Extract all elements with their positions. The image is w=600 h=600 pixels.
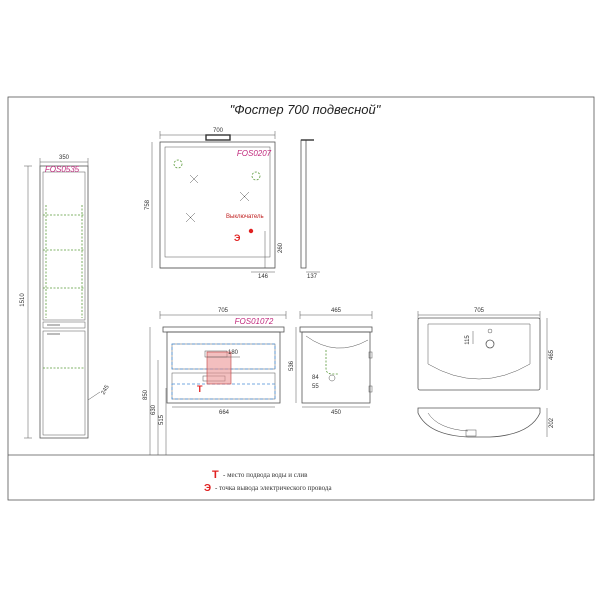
- drain-icon: [485, 339, 495, 349]
- mirror-side-depth: 137: [307, 274, 318, 280]
- vanity-side-dim-a: 84: [312, 375, 319, 381]
- pencil-case-height: 1510: [20, 293, 26, 307]
- vanity-code: FOS01072: [235, 317, 274, 326]
- pencil-case-view: 350 FOS0535 1510 245: [20, 155, 112, 439]
- water-marker-t: Т: [197, 384, 203, 394]
- pencil-case-body: [39, 165, 89, 439]
- switch-height: 260: [278, 242, 284, 253]
- mirror-view: 700 FOS0207 Выключатель Э 260 146 758 13…: [145, 128, 320, 280]
- switch-offset: 146: [258, 274, 269, 280]
- vanity-top: [162, 326, 285, 333]
- drawing-title: "Фостер 700 подвесной": [230, 102, 382, 117]
- vanity-side-view: 465 536 84 55 450: [289, 308, 373, 416]
- legend-t-text: - место подвода воды и слив: [223, 471, 308, 479]
- vanity-inner-width: 664: [219, 410, 230, 416]
- electric-marker-e: Э: [234, 233, 241, 243]
- basin-tap-offset: 115: [465, 335, 471, 345]
- basin-bowl: [427, 323, 531, 380]
- basin-width: 705: [474, 308, 485, 314]
- basin-height: 202: [549, 417, 555, 428]
- legend-t-symbol: Т: [212, 469, 219, 481]
- vanity-height-850: 850: [143, 389, 149, 400]
- mirror-width: 700: [213, 128, 224, 134]
- mirror-side-view: [300, 139, 307, 269]
- mirror-height: 758: [145, 199, 151, 210]
- mirror-lamp: [205, 134, 231, 141]
- vanity-height-630: 630: [151, 404, 157, 415]
- drawing-border: [7, 96, 595, 501]
- switch-label: Выключатель: [226, 214, 264, 220]
- pencil-case-width: 350: [59, 155, 70, 161]
- pencil-case-code: FOS0535: [45, 165, 80, 174]
- vanity-cabinet: [166, 331, 281, 404]
- legend-e-text: - точка вывода электрического провода: [215, 484, 332, 492]
- vanity-side-depth-bottom: 450: [331, 410, 342, 416]
- basin-depth: 465: [549, 349, 555, 360]
- basin-top-view: 705 115 465 202: [417, 308, 555, 438]
- mirror-body: [159, 141, 276, 269]
- legend-e-symbol: Э: [204, 483, 211, 494]
- vanity-height-515: 515: [159, 414, 165, 425]
- vanity-side-height: 536: [289, 360, 295, 371]
- basin-outline: [417, 317, 541, 391]
- basin-side-view: [417, 407, 541, 438]
- vanity-side-dim-b: 55: [312, 384, 319, 390]
- water-inlet-area: [206, 351, 232, 385]
- vanity-side-body: [301, 331, 371, 404]
- vanity-front-view: 705 FOS01072 180 Т 664 850 630 515: [143, 308, 287, 455]
- vanity-width: 705: [218, 308, 229, 314]
- mirror-code: FOS0207: [237, 149, 272, 158]
- legend: Т - место подвода воды и слив Э - точка …: [204, 469, 332, 494]
- switch-icon: [248, 228, 254, 234]
- tap-hole-icon: [487, 328, 493, 334]
- vanity-side-depth-top: 465: [331, 308, 342, 314]
- vanity-inner-offset: 180: [228, 350, 239, 356]
- pencil-case-depth: 245: [101, 384, 112, 396]
